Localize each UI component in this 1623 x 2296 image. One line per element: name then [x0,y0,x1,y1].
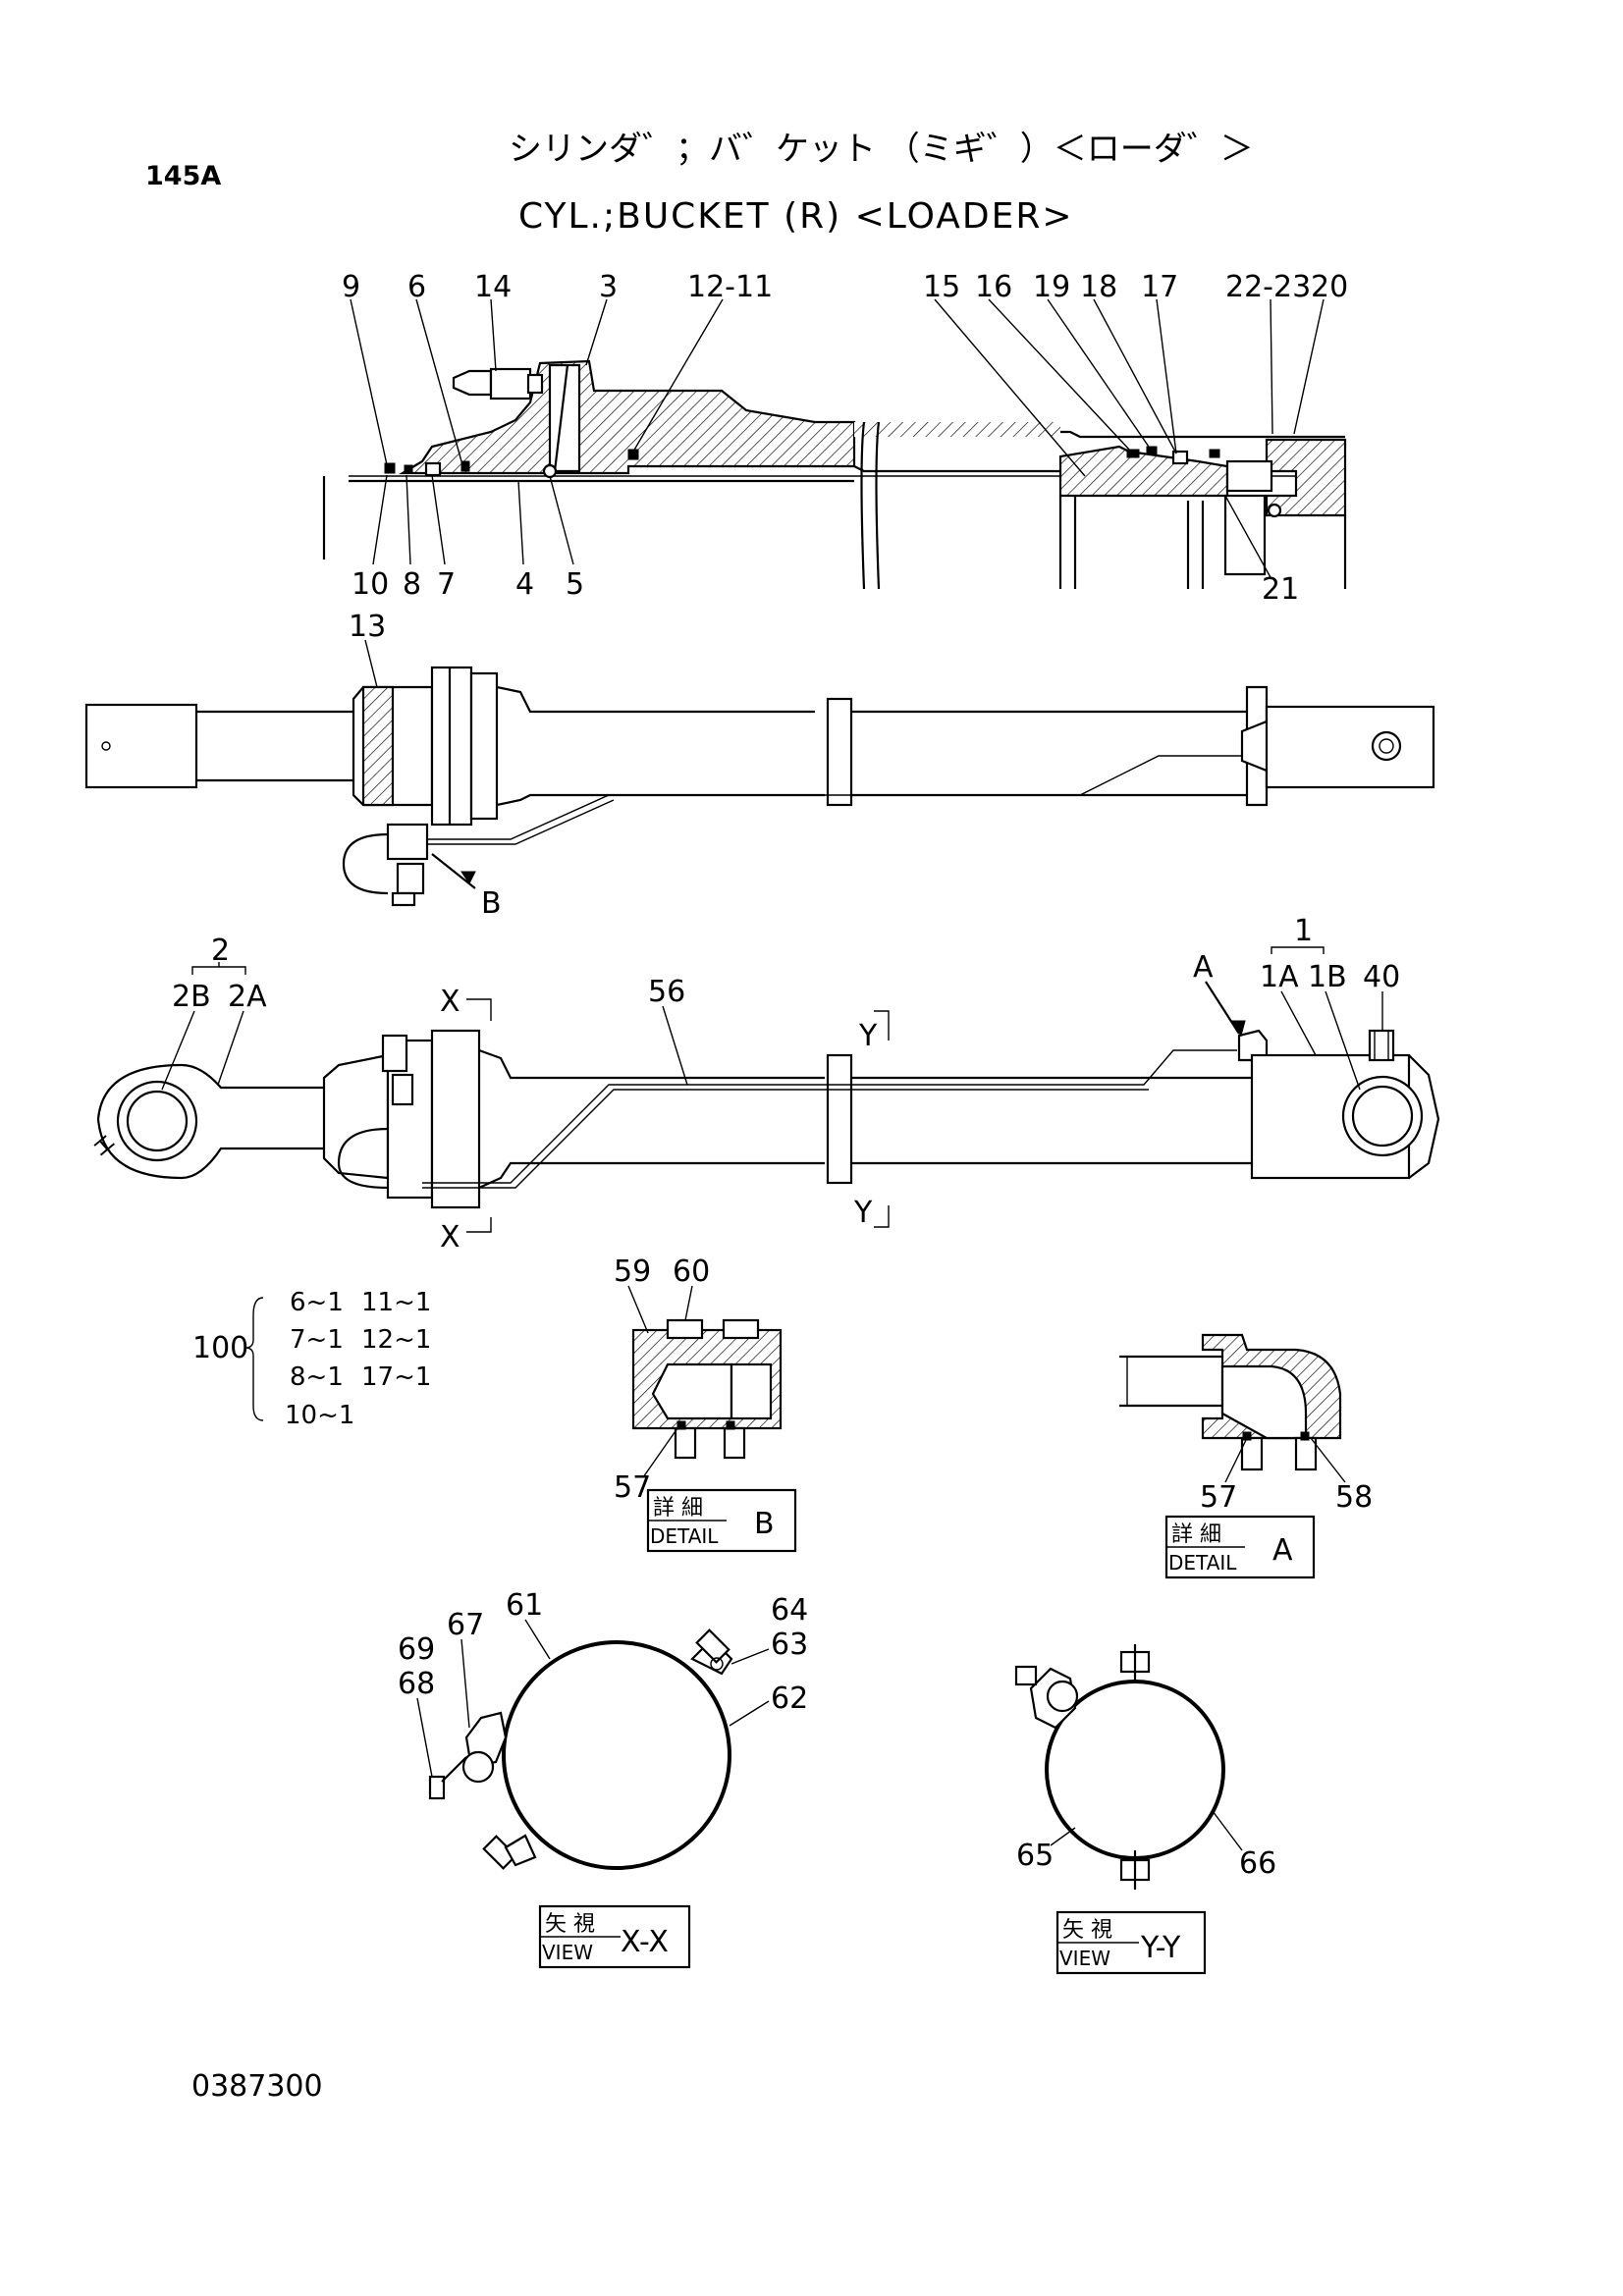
view-yy-callout-65: 65 [1016,1839,1054,1873]
section-markers: X X Y Y [440,985,890,1255]
kit-number: 100 [192,1331,248,1365]
kit-item-7: 7~1 [290,1325,344,1355]
detail-b-callout-59: 59 [614,1255,651,1289]
kit-item-17: 17~1 [361,1362,431,1392]
drawing-number: 0387300 [191,2069,323,2104]
detail-a-callout-57: 57 [1200,1480,1237,1515]
section-mark-y-bottom: Y [853,1196,873,1230]
callout-2A: 2A [228,980,267,1014]
view-yy-box-jp: 矢 視 [1062,1918,1112,1943]
callout-1B: 1B [1308,960,1347,994]
callout-7: 7 [437,567,456,602]
view-xx-callout-68: 68 [398,1667,435,1701]
callout-10: 10 [352,567,389,602]
side-view-callouts: 2 2B 2A 56 A 1 1A 1B 40 [161,914,1400,1091]
view-yy-box-en: VIEW [1059,1947,1110,1970]
callout-13: 13 [349,610,386,644]
callout-15: 15 [923,270,960,304]
callout-40: 40 [1363,960,1400,994]
callout-B: B [481,886,502,921]
kit-item-10: 10~1 [285,1401,354,1430]
callout-21: 21 [1262,572,1299,607]
section-view [322,359,1347,590]
view-xx-callout-62: 62 [771,1682,808,1716]
view-xx-box-jp: 矢 視 [545,1912,595,1937]
view-x-x: 61 64 63 62 67 69 68 矢 視 VIEW X-X [398,1588,808,1969]
callout-2B: 2B [172,980,211,1014]
section-top-callouts: 9 6 14 3 12-11 15 16 19 18 17 22-23 20 [342,270,1348,304]
detail-b-callout-57: 57 [614,1470,651,1505]
view-xx-callout-67: 67 [447,1608,484,1642]
detail-a: 57 58 詳 細 DETAIL A [1119,1333,1373,1579]
callout-2: 2 [211,934,230,968]
callout-18: 18 [1080,270,1117,304]
top-view-cylinder [84,666,1435,907]
detail-b-box-letter: B [754,1507,775,1541]
detail-b-callout-60: 60 [673,1255,710,1289]
side-view-cylinder: ェ [83,981,1440,1209]
kit-item-8: 8~1 [290,1362,344,1392]
title-japanese: シリンダ゛；バ゛ケット （ミギ゛）＜ローダ゛＞ [509,130,1254,169]
view-xx-callout-63: 63 [771,1628,808,1662]
callout-16: 16 [975,270,1012,304]
callout-1: 1 [1294,914,1313,948]
callout-3: 3 [599,270,618,304]
section-mark-x-top: X [440,985,460,1019]
callout-A: A [1193,950,1214,985]
callout-17: 17 [1141,270,1178,304]
callout-4: 4 [515,567,534,602]
callout-6: 6 [407,270,426,304]
section-mark-y-top: Y [858,1019,878,1053]
detail-a-callout-58: 58 [1335,1480,1373,1515]
view-y-y: 65 66 矢 視 VIEW Y-Y [1014,1644,1276,1975]
detail-b-box-en: DETAIL [650,1524,719,1548]
callout-12-11: 12-11 [687,270,773,304]
callout-9: 9 [342,270,360,304]
view-xx-callout-61: 61 [506,1588,543,1623]
view-xx-callout-69: 69 [398,1632,435,1667]
view-xx-label-box: 矢 視 VIEW X-X [538,1904,691,1969]
kit-item-11: 11~1 [361,1288,431,1317]
kit-item-6: 6~1 [290,1288,344,1317]
detail-a-box-en: DETAIL [1168,1551,1237,1575]
detail-a-label-box: 詳 細 DETAIL A [1164,1515,1316,1579]
callout-22-23: 22-23 [1225,270,1311,304]
detail-b: 59 60 57 詳 細 DETAIL B [614,1255,797,1553]
view-yy-label-box: 矢 視 VIEW Y-Y [1055,1910,1207,1975]
detail-a-box-letter: A [1272,1533,1293,1568]
view-yy-callout-66: 66 [1239,1846,1276,1881]
top-view-callouts: 13 B [349,610,502,921]
model-code: 145A [145,161,221,191]
section-mark-x-bottom: X [440,1220,460,1255]
callout-5: 5 [566,567,584,602]
callout-14: 14 [474,270,512,304]
title-english: CYL.;BUCKET (R) <LOADER> [518,196,1074,237]
callout-1A: 1A [1260,960,1299,994]
section-leaders [350,298,1325,580]
view-xx-box-en: VIEW [542,1941,593,1964]
callout-20: 20 [1311,270,1348,304]
callout-8: 8 [403,567,421,602]
detail-b-box-jp: 詳 細 [653,1496,703,1521]
view-xx-callout-64: 64 [771,1593,808,1628]
callout-19: 19 [1033,270,1070,304]
detail-b-label-box: 詳 細 DETAIL B [646,1488,797,1553]
section-bottom-callouts: 10 8 7 4 5 21 [352,567,1299,607]
view-xx-box-letter: X-X [621,1925,669,1959]
callout-56: 56 [648,975,685,1009]
view-yy-box-letter: Y-Y [1140,1931,1181,1965]
detail-a-box-jp: 詳 細 [1171,1522,1221,1547]
kit-item-12: 12~1 [361,1325,431,1355]
seal-kit-list: 100 6~1 11~1 7~1 12~1 8~1 17~1 10~1 [192,1288,431,1430]
